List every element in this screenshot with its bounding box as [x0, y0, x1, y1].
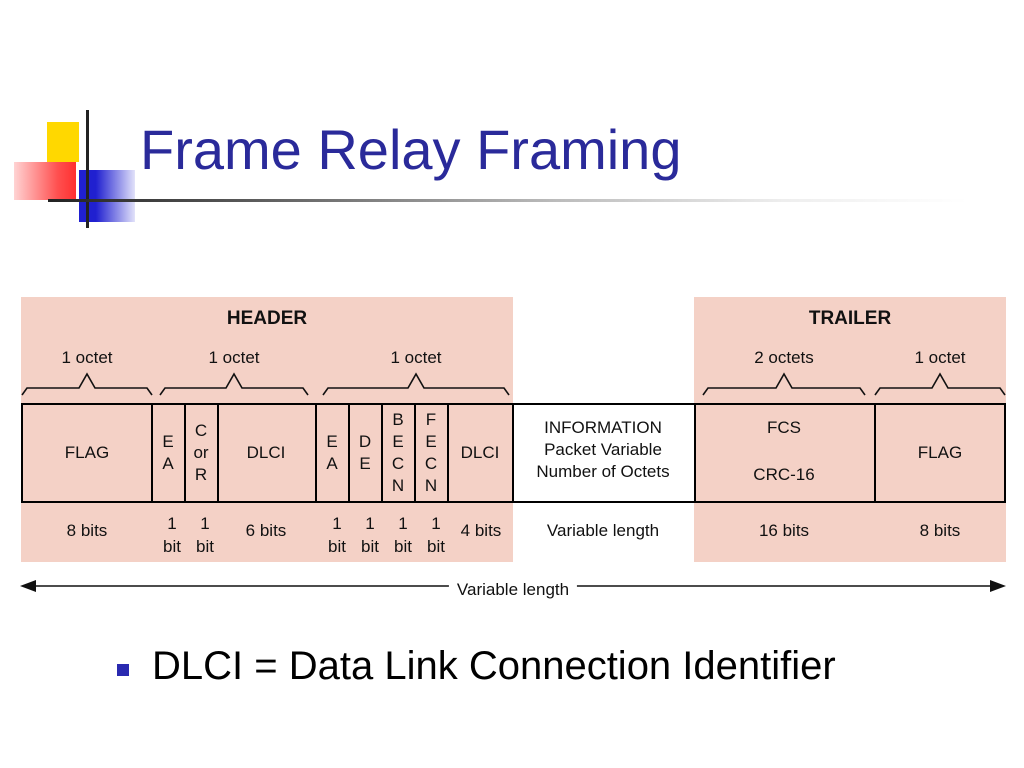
arrowhead-right — [990, 580, 1006, 592]
divider — [315, 403, 317, 503]
bits-flag-start: 8 bits — [66, 521, 108, 540]
variable-length-label: Variable length — [448, 580, 578, 600]
arrowhead-left — [20, 580, 36, 592]
brace-flag-end — [874, 372, 1006, 396]
bits-fcs: 16 bits — [758, 521, 810, 540]
slide-title: Frame Relay Framing — [140, 118, 682, 181]
octet-label-flag: 1 octet — [61, 348, 113, 367]
divider — [184, 403, 186, 503]
divider — [348, 403, 350, 503]
bits-information: Variable length — [546, 521, 660, 540]
bullet-text: DLCI = Data Link Connection Identifier — [152, 644, 836, 688]
brace-fcs — [702, 372, 866, 396]
title-underline — [48, 199, 968, 202]
bits-dlci2: 4 bits — [460, 521, 502, 540]
bullet-square-icon — [117, 664, 129, 676]
field-dlci1: DLCI — [246, 443, 286, 462]
header-band — [21, 297, 513, 562]
divider — [447, 403, 449, 503]
field-flag-start: FLAG — [64, 443, 110, 462]
divider — [874, 403, 876, 503]
brace-flag — [21, 372, 153, 396]
bits-dlci1: 6 bits — [245, 521, 287, 540]
bits-flag-end: 8 bits — [919, 521, 961, 540]
field-fcs: FCS — [767, 418, 801, 437]
trailer-label: TRAILER — [808, 308, 892, 329]
divider — [694, 403, 696, 503]
octet-label-address1: 1 octet — [208, 348, 260, 367]
title-decoration-red-bar — [14, 162, 76, 200]
divider — [151, 403, 153, 503]
divider — [381, 403, 383, 503]
title-decoration-vertical-line — [86, 110, 89, 228]
field-crc: CRC-16 — [753, 465, 815, 484]
trailer-band — [694, 297, 1006, 562]
divider — [217, 403, 219, 503]
brace-address2 — [322, 372, 510, 396]
information-field-background — [514, 405, 694, 501]
header-label: HEADER — [226, 308, 308, 329]
octet-label-address2: 1 octet — [390, 348, 442, 367]
title-decoration-yellow-square — [47, 122, 79, 162]
brace-address1 — [159, 372, 309, 396]
octet-label-fcs: 2 octets — [754, 348, 814, 367]
divider — [414, 403, 416, 503]
divider — [512, 403, 514, 503]
field-dlci2: DLCI — [460, 443, 500, 462]
field-flag-end: FLAG — [917, 443, 963, 462]
octet-label-flag-end: 1 octet — [914, 348, 966, 367]
